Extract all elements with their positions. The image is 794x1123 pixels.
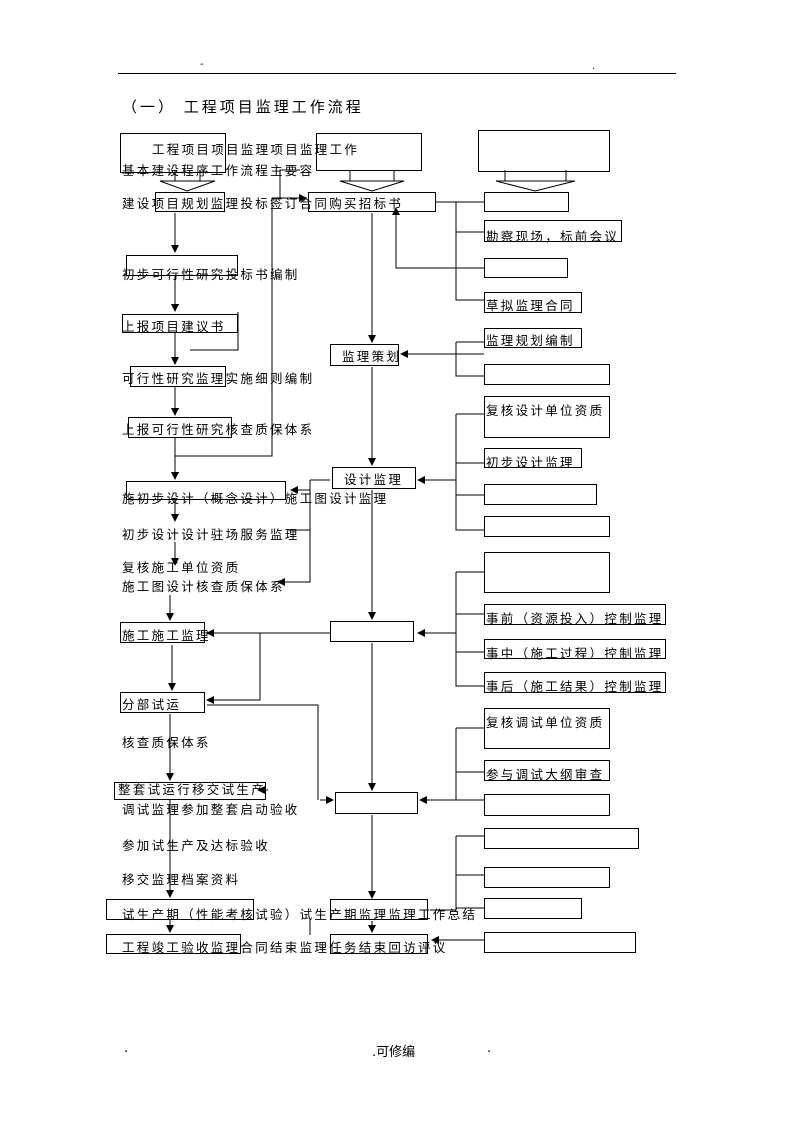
box-right-bottom-3: [484, 898, 582, 919]
box-tender: [308, 192, 436, 212]
box-site-visit: [484, 220, 622, 242]
box-supervision-header: [316, 133, 422, 171]
box-right-planning-2: [484, 364, 610, 385]
box-right-construction-1: [484, 552, 610, 593]
box-right-3: [484, 258, 568, 278]
label-post-control: 事后（施工结果）控制监理: [486, 679, 664, 694]
box-pre-control: [484, 604, 666, 625]
box-construction-mid: [330, 621, 414, 642]
label-in-control: 事中（施工过程）控制监理: [486, 646, 664, 661]
box-post-control: [484, 672, 666, 693]
section-title: （一） 工程项目监理工作流程: [122, 98, 364, 116]
box-report-feasibility: [128, 417, 232, 438]
label-construction-procedure: 基本建设程序工作流程主要容: [122, 163, 315, 178]
label-proposal: 上报项目建议书: [122, 319, 226, 334]
label-prelim-design: 初步设计监理: [486, 455, 575, 470]
label-verify-designer: 复核设计单位资质: [486, 403, 605, 418]
header-mark-right: .: [592, 61, 596, 72]
label-supervision-planning: 监理策划: [342, 349, 402, 364]
footer-mark-left: .: [124, 1041, 129, 1056]
box-in-control: [484, 639, 666, 659]
box-right-design-3: [484, 484, 597, 505]
label-prelim-feasibility: 初步可行性研究投标书编制: [122, 267, 300, 282]
box-partial-commissioning: [120, 692, 205, 713]
box-design-supervision: [332, 467, 416, 489]
label-trial-production: 试生产期（性能考核试验）试生产期监理监理工作总结: [122, 907, 478, 922]
box-scope-header: [478, 130, 610, 172]
box-right-design-4: [484, 516, 610, 537]
label-completion: 工程竣工验收监理合同结束监理任务结束回访评议: [122, 940, 448, 955]
box-trial-production: [106, 899, 254, 920]
label-verify-commissioning: 复核调试单位资质: [486, 715, 605, 730]
box-right-commissioning-3: [484, 794, 610, 816]
box-trial-mid: [330, 899, 428, 920]
box-supervision-planning: [330, 344, 399, 366]
label-startup-acceptance: 调试监理参加整套启动验收: [122, 802, 300, 817]
box-right-1: [484, 192, 569, 212]
header-mark-left: -: [200, 59, 204, 70]
label-trial-acceptance: 参加试生产及达标验收: [122, 838, 271, 853]
label-drawing-design: 施工图设计核查质保体系: [122, 579, 285, 594]
box-project-header: [120, 133, 226, 173]
footer-text: .可修编: [372, 1045, 416, 1060]
label-verify-contractor: 复核施工单位资质: [122, 560, 241, 575]
box-right-bottom-1: [484, 828, 639, 849]
box-draft-contract: [484, 292, 582, 313]
box-design-phase: [126, 481, 286, 500]
box-feasibility: [130, 366, 226, 387]
label-report-feasibility: 上报可行性研究核查质保体系: [122, 422, 315, 437]
label-quality-system: 核查质保体系: [122, 735, 211, 750]
label-commissioning-review: 参与调试大纲审查: [486, 767, 605, 782]
label-draft-contract: 草拟监理合同: [486, 298, 575, 313]
box-verify-designer: [484, 396, 610, 438]
label-design-supervision: 设计监理: [344, 472, 404, 487]
box-plan: [155, 192, 225, 212]
box-construction: [120, 622, 205, 643]
box-commissioning-review: [484, 760, 610, 781]
label-full-commissioning: 整套试运行移交试生产: [118, 782, 267, 797]
label-design-phase: 施初步设计（概念设计）施工图设计监理: [122, 491, 389, 506]
label-partial-commissioning: 分部试运: [122, 697, 182, 712]
label-planning-doc: 监理规划编制: [486, 333, 575, 348]
box-commissioning-mid: [335, 792, 418, 814]
label-pre-control: 事前（资源投入）控制监理: [486, 611, 664, 626]
label-feasibility: 可行性研究监理实施细则编制: [122, 371, 315, 386]
header-rule: [118, 73, 676, 74]
label-archive-handover: 移交监理档案资料: [122, 872, 241, 887]
box-right-bottom-4: [484, 932, 636, 953]
box-proposal: [122, 314, 238, 333]
box-right-bottom-2: [484, 867, 610, 888]
box-completion: [106, 934, 241, 954]
footer-mark-right: .: [487, 1041, 492, 1056]
label-design-service: 初步设计设计驻场服务监理: [122, 527, 300, 542]
box-completion-mid: [330, 934, 428, 954]
label-planning-tender: 建设项目规划监理投标签订合同购买招标书: [122, 196, 404, 211]
box-prelim-feasibility: [126, 255, 238, 276]
box-verify-commissioning: [484, 708, 610, 749]
box-planning-doc: [484, 328, 582, 348]
box-prelim-design: [484, 448, 582, 468]
label-site-visit: 勘察现场，标前会议: [486, 229, 620, 244]
label-construction: 施工施工监理: [122, 628, 211, 643]
box-full-commissioning: [114, 782, 266, 800]
label-project-supervision: 工程项目项目监理项目监理工作: [152, 142, 360, 157]
